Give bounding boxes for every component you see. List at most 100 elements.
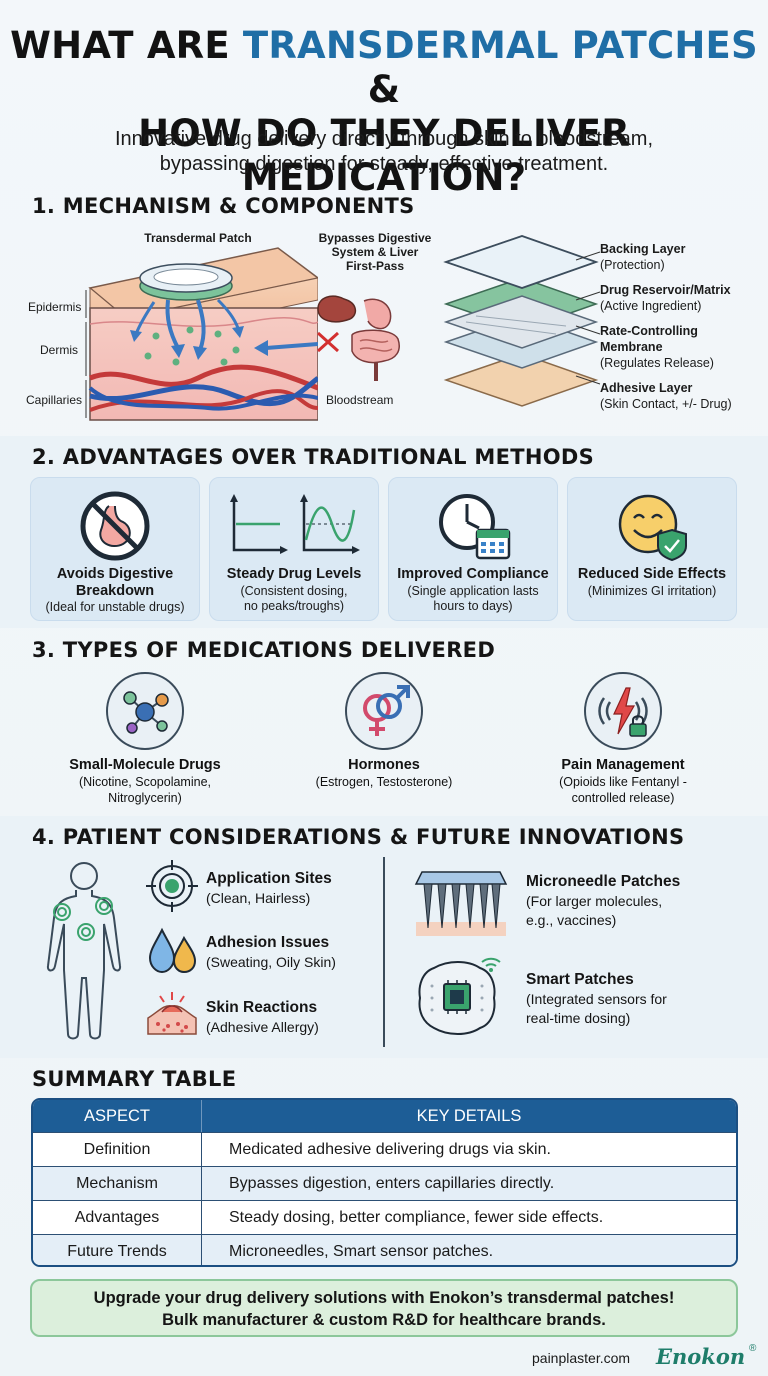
medication-pain: Pain Management (Opioids like Fentanyl -… <box>518 672 728 806</box>
advantage-card-steady: Steady Drug Levels (Consistent dosing, n… <box>209 477 379 621</box>
consideration-adhesion-title: Adhesion Issues <box>206 934 330 951</box>
title-highlight: TRANSDERMAL PATCHES <box>242 24 758 67</box>
advantage-side-effects-title: Reduced Side Effects <box>577 566 727 582</box>
advantage-digestive-title-l1: Avoids Digestive <box>56 566 174 582</box>
innovation-smart: Smart Patches (Integrated sensors for re… <box>526 970 667 1028</box>
brand-logo: Enokon <box>656 1344 746 1369</box>
advantage-side-effects-desc: (Minimizes GI irritation) <box>587 584 717 598</box>
advantage-compliance-desc-l2: hours to days) <box>433 599 513 613</box>
consideration-reactions-desc: (Adhesive Allergy) <box>206 1019 319 1035</box>
medication-small-molecule: Small-Molecule Drugs (Nicotine, Scopolam… <box>40 672 250 806</box>
layer-reservoir: Drug Reservoir/Matrix (Active Ingredient… <box>600 282 731 314</box>
consideration-adhesion-desc: (Sweating, Oily Skin) <box>206 954 336 970</box>
advantage-digestive-title: Avoids Digestive Breakdown <box>31 566 199 600</box>
drug-level-graph-icon <box>230 494 360 554</box>
smiley-shield-icon <box>618 494 687 562</box>
layer-backing: Backing Layer (Protection) <box>600 241 685 273</box>
layer-membrane: Rate-Controlling Membrane (Regulates Rel… <box>600 323 714 371</box>
table-row: Definition Medicated adhesive delivering… <box>33 1132 736 1166</box>
title-line2: HOW DO THEY DELIVER MEDICATION? <box>138 112 630 199</box>
advantage-steady-desc-l2: no peaks/troughs) <box>243 599 345 613</box>
title-prefix: WHAT ARE <box>10 24 243 67</box>
consideration-reactions-title: Skin Reactions <box>206 999 318 1016</box>
bypass-line1: Bypasses Digestive <box>318 231 432 245</box>
consideration-reactions: Skin Reactions (Adhesive Allergy) <box>206 998 319 1036</box>
cta-banner: Upgrade your drug delivery solutions wit… <box>30 1279 738 1337</box>
consideration-sites: Application Sites (Clean, Hairless) <box>206 869 332 907</box>
cta-line1: Upgrade your drug delivery solutions wit… <box>93 1289 675 1307</box>
bypass-label: Bypasses Digestive System & Liver First-… <box>310 231 440 273</box>
innovation-microneedle-title: Microneedle Patches <box>526 873 681 890</box>
advantage-card-compliance: Improved Compliance (Single application … <box>388 477 558 621</box>
table-cell-aspect: Advantages <box>33 1201 202 1234</box>
section1-heading: 1. MECHANISM & COMPONENTS <box>32 194 415 218</box>
medication-hormones-circle <box>345 672 423 750</box>
table-cell-aspect: Definition <box>33 1133 202 1166</box>
droplets-icon <box>148 927 197 974</box>
table-cell-aspect: Mechanism <box>33 1167 202 1200</box>
table-header-row: ASPECT KEY DETAILS <box>33 1100 736 1132</box>
advantage-steady-title: Steady Drug Levels <box>226 566 362 582</box>
section3-heading: 3. TYPES OF MEDICATIONS DELIVERED <box>32 638 496 662</box>
subtitle-line2: bypassing digestion for steady, effectiv… <box>159 153 609 175</box>
consideration-sites-desc: (Clean, Hairless) <box>206 890 311 906</box>
capillaries-label: Capillaries <box>26 393 83 407</box>
innovation-microneedle-desc-l2: e.g., vaccines) <box>526 912 617 928</box>
clock-calendar-icon <box>439 494 511 560</box>
advantage-digestive-title-l2: Breakdown <box>75 583 155 599</box>
layer-adhesive-title: Adhesive Layer <box>600 381 693 395</box>
epidermis-label: Epidermis <box>28 300 82 314</box>
website-link[interactable]: painplaster.com <box>532 1350 631 1366</box>
innovation-smart-title: Smart Patches <box>526 971 634 988</box>
advantage-card-side-effects: Reduced Side Effects (Minimizes GI irrit… <box>567 477 737 621</box>
table-cell-aspect: Future Trends <box>33 1235 202 1265</box>
layer-membrane-desc: (Regulates Release) <box>600 356 714 370</box>
bloodstream-label: Bloodstream <box>326 393 394 407</box>
medication-pain-desc-l1: (Opioids like Fentanyl - <box>559 775 687 789</box>
advantage-digestive-desc: (Ideal for unstable drugs) <box>45 600 185 614</box>
layer-reservoir-title: Drug Reservoir/Matrix <box>600 283 731 297</box>
table-header-details: KEY DETAILS <box>416 1106 522 1125</box>
medication-small-molecule-desc-l1: (Nicotine, Scopolamine, <box>78 775 211 789</box>
patch-layers-diagram <box>443 235 601 407</box>
table-cell-detail: Medicated adhesive delivering drugs via … <box>229 1140 551 1158</box>
table-cell-detail: Microneedles, Smart sensor patches. <box>229 1243 494 1260</box>
summary-table: ASPECT KEY DETAILS Definition Medicated … <box>31 1098 738 1267</box>
medication-hormones-desc: (Estrogen, Testosterone) <box>315 775 453 789</box>
subtitle-line1: Innovative drug delivery directly throug… <box>114 128 654 150</box>
digestive-system-icon <box>316 295 400 381</box>
microneedle-icon <box>414 871 508 936</box>
title-suffix: & <box>367 68 401 111</box>
no-stomach-icon <box>80 491 150 561</box>
layer-adhesive-desc: (Skin Contact, +/- Drug) <box>600 397 732 411</box>
table-cell-detail: Bypasses digestion, enters capillaries d… <box>229 1174 555 1192</box>
subtitle: Innovative drug delivery directly throug… <box>20 127 748 177</box>
table-cell-detail: Steady dosing, better compliance, fewer … <box>229 1208 604 1226</box>
medication-small-molecule-desc-l2: Nitroglycerin) <box>108 791 182 805</box>
section4-divider <box>383 857 385 1047</box>
table-row: Advantages Steady dosing, better complia… <box>33 1200 736 1234</box>
bypass-line3: First-Pass <box>345 259 405 273</box>
advantage-compliance-desc-l1: (Single application lasts <box>407 584 539 598</box>
innovation-microneedle: Microneedle Patches (For larger molecule… <box>526 872 680 930</box>
layer-reservoir-desc: (Active Ingredient) <box>600 299 702 313</box>
skin-rash-icon <box>147 992 197 1035</box>
medication-hormones-title: Hormones <box>348 757 420 773</box>
section2-heading: 2. ADVANTAGES OVER TRADITIONAL METHODS <box>32 445 595 469</box>
gender-symbols-icon <box>363 685 410 736</box>
advantage-card-digestive: Avoids Digestive Breakdown (Ideal for un… <box>30 477 200 621</box>
innovation-smart-desc-l1: (Integrated sensors for <box>526 991 667 1007</box>
layer-adhesive: Adhesive Layer (Skin Contact, +/- Drug) <box>600 380 732 412</box>
molecule-icon <box>123 691 169 734</box>
bypass-line2: System & Liver <box>331 245 419 259</box>
table-row: Future Trends Microneedles, Smart sensor… <box>33 1234 736 1265</box>
consideration-adhesion: Adhesion Issues (Sweating, Oily Skin) <box>206 933 336 971</box>
advantage-compliance-title: Improved Compliance <box>397 566 549 582</box>
medication-pain-circle <box>584 672 662 750</box>
medication-pain-title: Pain Management <box>561 757 685 773</box>
consideration-sites-title: Application Sites <box>206 870 332 887</box>
cta-line2: Bulk manufacturer & custom R&D for healt… <box>162 1311 606 1329</box>
innovation-microneedle-desc-l1: (For larger molecules, <box>526 893 663 909</box>
dermis-label: Dermis <box>40 343 78 357</box>
innovation-smart-desc-l2: real-time dosing) <box>526 1010 631 1026</box>
